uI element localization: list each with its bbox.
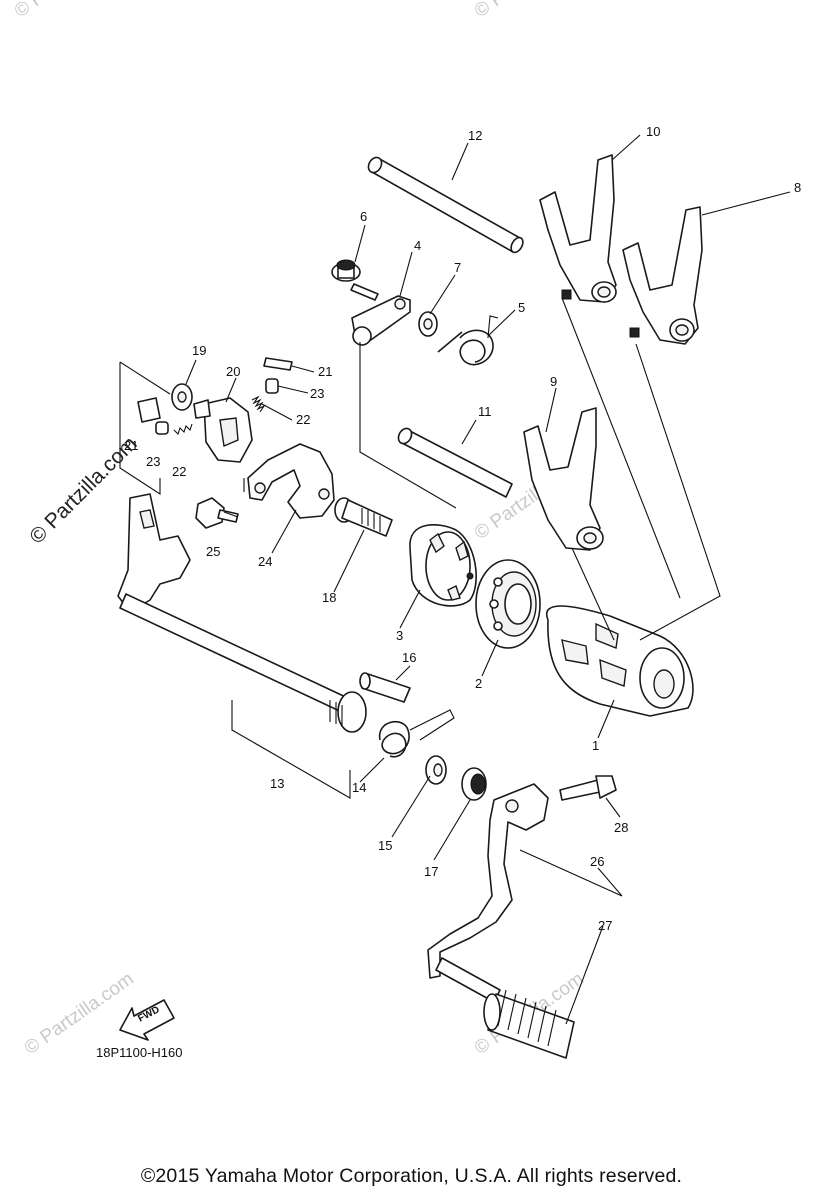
part-19-washer[interactable] (171, 383, 193, 411)
part-3-segment[interactable] (409, 524, 477, 607)
part-2-bearing[interactable] (475, 559, 541, 649)
part-9-shift-fork[interactable] (523, 407, 604, 551)
callout-7: 7 (454, 260, 461, 275)
part-5-torsion-spring[interactable] (437, 315, 499, 366)
callout-17: 17 (424, 864, 438, 879)
part-21b-pawl[interactable] (137, 397, 161, 423)
callout-11: 11 (478, 404, 492, 419)
callout-6: 6 (360, 209, 367, 224)
callout-3: 3 (396, 628, 403, 643)
callout-15: 15 (378, 838, 392, 853)
callout-4: 4 (414, 238, 421, 253)
callout-1: 1 (592, 738, 599, 753)
callout-23-left: 23 (146, 454, 160, 469)
callout-numbers: 12 10 8 6 4 7 5 9 11 19 20 21 23 22 21 2… (124, 124, 801, 933)
part-8-shift-fork[interactable] (622, 206, 703, 345)
callout-16: 16 (402, 650, 416, 665)
callout-14: 14 (352, 780, 366, 795)
callout-19: 19 (192, 343, 206, 358)
callout-10: 10 (646, 124, 660, 139)
callout-20: 20 (226, 364, 240, 379)
part-4-stopper-lever[interactable] (351, 295, 411, 346)
part-28-bolt[interactable] (559, 775, 617, 801)
callout-21-top: 21 (318, 364, 332, 379)
callout-8: 8 (794, 180, 801, 195)
callout-13: 13 (270, 776, 284, 791)
part-26-shift-pedal[interactable] (427, 783, 549, 1003)
copyright-notice: ©2015 Yamaha Motor Corporation, U.S.A. A… (140, 1165, 683, 1187)
part-12-shift-fork-shaft[interactable] (366, 155, 526, 254)
part-27-pedal-rubber[interactable] (483, 989, 575, 1059)
diagram-code: 18P1100-H160 (96, 1045, 183, 1060)
callout-23: 23 (310, 386, 324, 401)
part-7-washer[interactable] (418, 311, 438, 337)
watermark-top-right: © Partzilla.com (471, 0, 588, 22)
part-1-shift-drum[interactable] (545, 605, 694, 717)
part-10-shift-fork[interactable] (539, 154, 617, 303)
part-23-pin[interactable] (265, 378, 279, 394)
part-24-plate[interactable] (247, 443, 335, 519)
part-14-return-spring[interactable] (379, 709, 455, 758)
callout-22-left: 22 (172, 464, 186, 479)
part-22b-spring[interactable] (173, 423, 193, 436)
part-21-pawl[interactable] (263, 357, 293, 371)
part-6-bolt[interactable] (331, 259, 379, 301)
callout-5: 5 (518, 300, 525, 315)
part-13-shift-shaft[interactable] (117, 493, 367, 733)
callout-25: 25 (206, 544, 220, 559)
part-11-shift-fork-shaft[interactable] (396, 426, 513, 498)
watermark-top-left: © Partzilla.com (11, 0, 128, 22)
part-23b-pin[interactable] (155, 421, 169, 435)
fwd-arrow-icon: FWD (119, 999, 175, 1041)
part-18-bolt[interactable] (334, 497, 393, 537)
callout-26: 26 (590, 854, 604, 869)
part-16-pin[interactable] (359, 672, 411, 703)
callout-12: 12 (468, 128, 482, 143)
part-20-segment[interactable] (193, 397, 253, 463)
callout-9: 9 (550, 374, 557, 389)
callout-27: 27 (598, 918, 612, 933)
callout-24: 24 (258, 554, 272, 569)
callout-22-right: 22 (296, 412, 310, 427)
callout-18: 18 (322, 590, 336, 605)
part-22-spring[interactable] (251, 395, 266, 413)
callout-2: 2 (475, 676, 482, 691)
part-17-oil-seal[interactable] (461, 767, 487, 801)
part-25-bolt[interactable] (195, 497, 239, 529)
part-15-washer[interactable] (425, 755, 447, 785)
leader-lines (119, 134, 791, 1025)
callout-21-left: 21 (124, 438, 138, 453)
callout-28: 28 (614, 820, 628, 835)
